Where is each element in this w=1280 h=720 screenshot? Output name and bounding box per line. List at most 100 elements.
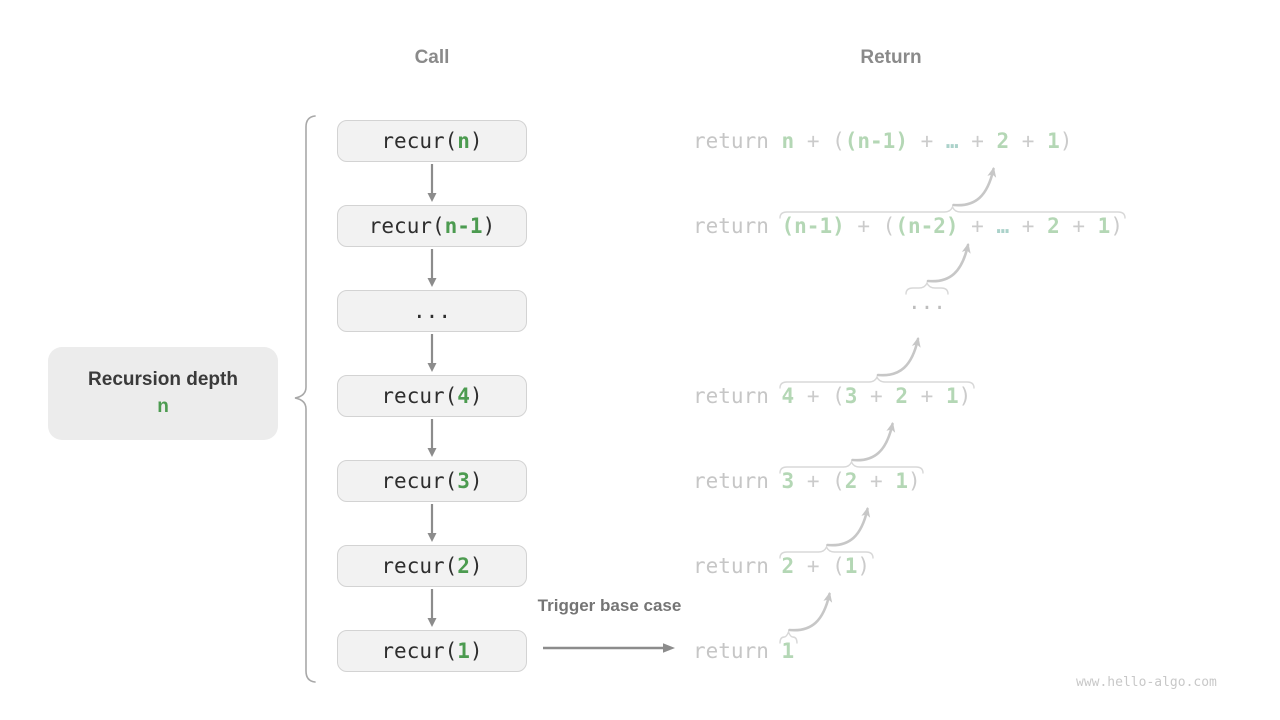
call-box-token: ) — [469, 384, 483, 408]
call-arrowhead-icon — [427, 618, 437, 627]
call-box-token: ) — [469, 639, 483, 663]
return-row-2: ... — [908, 290, 946, 314]
call-box-token: ) — [469, 469, 483, 493]
return-token: + — [857, 469, 896, 493]
trigger-arrowhead-icon — [663, 643, 675, 653]
call-arrowhead-icon — [427, 193, 437, 202]
return-token: … — [945, 129, 959, 153]
return-token: + ( — [794, 129, 845, 153]
return-arrow-icon — [788, 592, 831, 632]
trigger-base-case-label: Trigger base case — [537, 596, 682, 615]
call-box-5: recur(2) — [337, 545, 527, 587]
return-arrowhead-icon — [911, 337, 921, 348]
return-token: ) — [1110, 214, 1123, 238]
return-token: ... — [908, 290, 946, 314]
return-token: (n-2) — [895, 214, 959, 238]
return-arrow-icon — [876, 337, 920, 377]
call-arrowhead-icon — [427, 533, 437, 542]
return-token: 2 — [844, 469, 858, 493]
return-row-4: return 3 + (2 + 1) — [693, 469, 921, 493]
return-token: + ( — [794, 469, 845, 493]
return-token: return — [693, 554, 782, 578]
return-expression: 2 + (1) — [782, 554, 871, 578]
call-box-token: 2 — [457, 554, 470, 578]
call-box-2: ... — [337, 290, 527, 332]
return-row-1: return (n-1) + ((n-2) + … + 2 + 1) — [693, 214, 1123, 238]
call-box-token: 3 — [457, 469, 470, 493]
recursion-depth-value: n — [157, 396, 169, 417]
return-token: … — [996, 214, 1010, 238]
call-box-token: recur( — [381, 129, 458, 153]
return-token: + ( — [794, 384, 845, 408]
call-box-token: recur( — [381, 639, 458, 663]
return-token: 2 — [895, 384, 908, 408]
return-arrow-icon — [851, 422, 894, 462]
return-token: + ( — [794, 554, 845, 578]
return-token: (n-1) — [781, 214, 845, 238]
return-token: ) — [1059, 129, 1073, 153]
return-arrowhead-icon — [861, 507, 871, 518]
return-row-3: return 4 + (3 + 2 + 1) — [693, 384, 971, 408]
return-token: 2 — [781, 554, 795, 578]
return-arrowhead-icon — [987, 167, 997, 178]
call-box-6: recur(1) — [337, 630, 527, 672]
recursion-depth-title: Recursion depth — [88, 369, 238, 390]
call-box-token: n-1 — [444, 214, 483, 238]
call-arrowhead-icon — [427, 363, 437, 372]
return-row-0: return n + ((n-1) + … + 2 + 1) — [693, 129, 1072, 153]
return-token: return — [693, 214, 782, 238]
return-row-5: return 2 + (1) — [693, 554, 870, 578]
return-token: 1 — [1047, 129, 1060, 153]
return-expression: ... — [908, 290, 946, 314]
return-expression: 3 + (2 + 1) — [782, 469, 921, 493]
return-expression: 4 + (3 + 2 + 1) — [782, 384, 972, 408]
return-token: + — [907, 129, 946, 153]
return-row-6: return 1 — [693, 639, 794, 663]
depth-brace-icon — [294, 115, 316, 683]
call-box-1: recur(n-1) — [337, 205, 527, 247]
return-token: + — [958, 129, 997, 153]
call-box-token: recur( — [381, 384, 458, 408]
return-token: + — [958, 214, 997, 238]
return-token: + — [1009, 214, 1048, 238]
watermark-text: www.hello-algo.com — [1076, 675, 1217, 690]
call-box-token: ... — [413, 299, 451, 323]
return-token: ) — [857, 554, 871, 578]
call-box-token: 4 — [457, 384, 470, 408]
return-token: 1 — [945, 384, 959, 408]
return-token: 3 — [844, 384, 858, 408]
return-column-header: Return — [860, 47, 922, 68]
return-token: return — [693, 129, 782, 153]
return-token: 1 — [844, 554, 858, 578]
return-token: n — [781, 129, 795, 153]
call-box-token: ) — [482, 214, 496, 238]
return-arrow-icon — [952, 167, 995, 207]
return-token: ) — [908, 469, 921, 493]
return-expression: (n-1) + ((n-2) + … + 2 + 1) — [782, 214, 1123, 238]
call-box-0: recur(n) — [337, 120, 527, 162]
return-arrow-icon — [826, 507, 869, 547]
call-box-token: ) — [469, 554, 483, 578]
recursion-depth-label: Recursion depth n — [48, 347, 278, 440]
return-token: 3 — [781, 469, 795, 493]
return-token: 1 — [1097, 214, 1111, 238]
return-token: + — [1009, 129, 1048, 153]
return-token: (n-1) — [844, 129, 908, 153]
return-token: + ( — [844, 214, 896, 238]
return-token: 1 — [781, 639, 795, 663]
return-expression: 1 — [782, 639, 795, 663]
call-box-token: ) — [469, 129, 483, 153]
return-token: 2 — [1047, 214, 1060, 238]
call-arrowhead-icon — [427, 448, 437, 457]
return-token: + — [1059, 214, 1098, 238]
return-token: 1 — [895, 469, 908, 493]
return-token: + — [908, 384, 946, 408]
return-token: + — [857, 384, 896, 408]
return-arrowhead-icon — [823, 592, 833, 603]
call-box-3: recur(4) — [337, 375, 527, 417]
return-token: return — [693, 639, 782, 663]
return-arrowhead-icon — [886, 422, 896, 433]
call-box-token: recur( — [381, 469, 458, 493]
call-column-header: Call — [414, 47, 450, 68]
